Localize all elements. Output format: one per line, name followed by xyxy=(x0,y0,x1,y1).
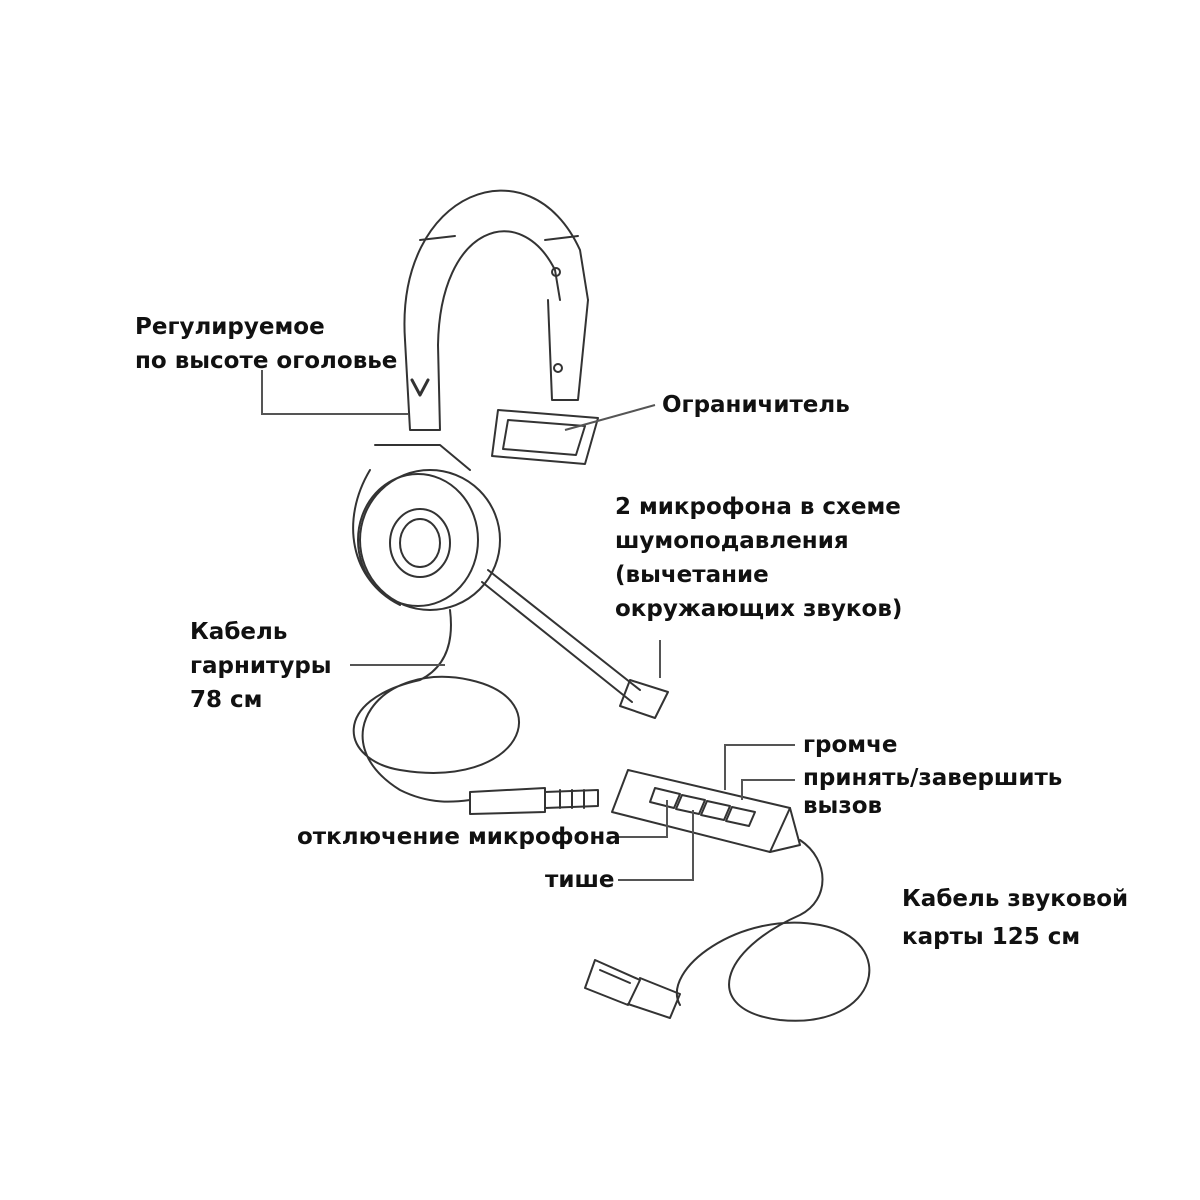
label-headset-cable-line3: 78 см xyxy=(190,683,332,717)
limiter-pad xyxy=(492,410,598,464)
label-microphones: 2 микрофона в схеме шумоподавления (выче… xyxy=(615,490,902,626)
headset-cable xyxy=(354,610,519,802)
usb-plug xyxy=(585,960,680,1018)
label-volume-up: громче xyxy=(803,728,897,762)
label-soundcard-cable: Кабель звуковой карты 125 см xyxy=(902,880,1128,956)
label-microphones-line1: 2 микрофона в схеме xyxy=(615,490,902,524)
label-microphones-line3: (вычетание xyxy=(615,558,902,592)
label-mute: отключение микрофона xyxy=(297,820,621,854)
label-headband: Регулируемое по высоте оголовье xyxy=(135,310,397,378)
label-headset-cable: Кабель гарнитуры 78 см xyxy=(190,615,332,717)
leader-volume-up xyxy=(725,745,795,790)
leader-mute xyxy=(618,800,667,837)
label-call-line1: принять/завершить xyxy=(803,764,1062,792)
earcup xyxy=(353,445,500,610)
band-logo-icon xyxy=(412,380,428,395)
label-microphones-line2: шумоподавления xyxy=(615,524,902,558)
label-headset-cable-line1: Кабель xyxy=(190,615,332,649)
inline-control xyxy=(612,770,800,852)
leader-call xyxy=(742,780,795,800)
soundcard-cable xyxy=(677,840,869,1021)
label-soundcard-cable-line1: Кабель звуковой xyxy=(902,880,1128,918)
label-headband-line2: по высоте оголовье xyxy=(135,344,397,378)
label-microphones-line4: окружающих звуков) xyxy=(615,592,902,626)
label-call: принять/завершить вызов xyxy=(803,764,1062,820)
label-volume-down: тише xyxy=(545,863,614,897)
label-soundcard-cable-line2: карты 125 см xyxy=(902,918,1128,956)
label-limiter: Ограничитель xyxy=(662,388,850,422)
leader-limiter xyxy=(565,405,655,430)
leader-volume-down xyxy=(618,810,693,880)
headband xyxy=(404,191,588,430)
label-headband-line1: Регулируемое xyxy=(135,310,397,344)
audio-jack xyxy=(470,788,598,814)
label-headset-cable-line2: гарнитуры xyxy=(190,649,332,683)
label-call-line2: вызов xyxy=(803,792,1062,820)
